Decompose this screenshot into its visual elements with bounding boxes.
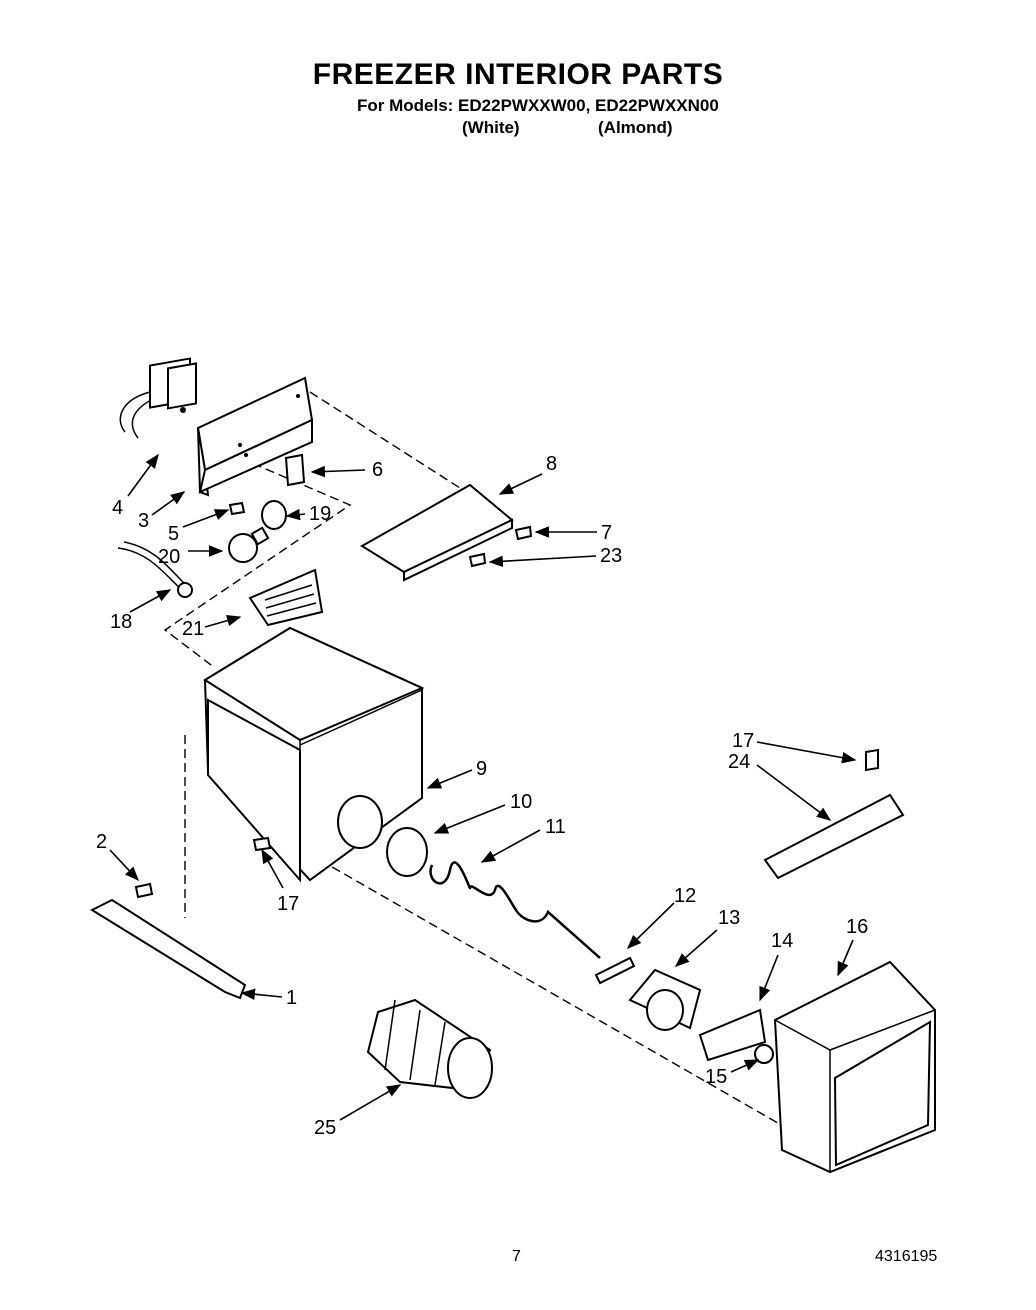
leader-16: [837, 939, 854, 977]
leader-8: [498, 473, 543, 495]
crusher-part-13: [628, 968, 702, 1031]
bracket-part-14: [698, 1008, 767, 1062]
screw-part-17-lower: [252, 836, 272, 852]
callout-4: 4: [112, 497, 123, 519]
callout-21: 21: [182, 618, 204, 640]
bracket-part-6: [284, 453, 306, 487]
leader-17-lower: [261, 848, 284, 889]
leader-1: [240, 988, 283, 1001]
callout-1: 1: [286, 987, 297, 1009]
leader-25: [339, 1084, 402, 1121]
screw-part-2: [134, 882, 154, 899]
page-title: FREEZER INTERIOR PARTS: [312, 58, 724, 91]
leader-23: [488, 555, 597, 568]
screw-part-23: [468, 552, 487, 568]
callout-20: 20: [158, 546, 180, 568]
callout-11: 11: [545, 816, 566, 838]
auger-part-11: [429, 861, 601, 959]
ice-bin-part-9: [203, 626, 425, 883]
fitting-part-15: [754, 1044, 774, 1064]
callout-23: 23: [600, 545, 622, 567]
rail-part-1: [89, 898, 247, 1000]
callout-9: 9: [476, 758, 487, 780]
light-shield-part-21: [248, 568, 324, 627]
cover-part-8: [360, 483, 514, 582]
screw-part-7: [514, 525, 533, 541]
screw-part-17-upper: [865, 748, 879, 772]
variant-almond: (Almond): [598, 118, 673, 137]
callout-19: 19: [309, 503, 331, 525]
leader-21: [204, 615, 242, 628]
callout-12: 12: [674, 885, 696, 907]
screw-part-5: [228, 501, 246, 516]
leader-11: [480, 829, 541, 863]
callout-3: 3: [138, 510, 149, 532]
callout-13: 13: [718, 907, 740, 929]
bushing-part-10: [386, 827, 428, 877]
socket-part-19: [261, 500, 287, 530]
leader-19: [285, 508, 306, 521]
leader-14: [759, 954, 779, 1002]
models-line: For Models: ED22PWXXW00, ED22PWXXN00: [357, 96, 719, 115]
leader-12: [626, 902, 675, 950]
callout-7: 7: [601, 522, 612, 544]
callout-10: 10: [510, 791, 532, 813]
strip-part-24: [763, 793, 905, 880]
callout-5: 5: [168, 523, 179, 545]
mounting-plate-part-3: [196, 376, 314, 497]
leader-3: [151, 491, 186, 516]
front-housing-part-16: [773, 960, 936, 1174]
coupler-part-12: [594, 956, 636, 985]
callout-16: 16: [846, 916, 868, 938]
assembly-line-16: [319, 859, 791, 1131]
document-number: 4316195: [875, 1248, 938, 1265]
drum-part-25: [366, 998, 493, 1099]
callout-25: 25: [314, 1117, 336, 1139]
callout-2: 2: [96, 831, 107, 853]
leader-2: [109, 849, 139, 882]
callout-18: 18: [110, 611, 132, 633]
callout-15: 15: [705, 1066, 727, 1088]
variant-white: (White): [462, 118, 520, 137]
bulb-part-20: [228, 526, 270, 563]
motor-part-4: [119, 357, 197, 439]
leader-10: [433, 804, 506, 834]
leader-9: [426, 769, 473, 789]
leader-18: [129, 589, 172, 613]
callout-24: 24: [728, 751, 750, 773]
leader-17-upper: [756, 741, 857, 764]
leader-15: [730, 1059, 760, 1073]
page-number: 7: [512, 1248, 521, 1265]
callout-14: 14: [771, 930, 793, 952]
callout-8: 8: [546, 453, 557, 475]
wire-harness-part-18: [117, 541, 193, 598]
leader-4: [127, 453, 159, 497]
callout-6: 6: [372, 459, 383, 481]
callout-17-upper: 17: [732, 730, 754, 752]
leader-5: [182, 509, 230, 528]
callout-17-lower: 17: [277, 893, 299, 915]
leader-24: [756, 764, 832, 821]
leader-6: [310, 465, 366, 478]
leader-13: [674, 929, 718, 967]
